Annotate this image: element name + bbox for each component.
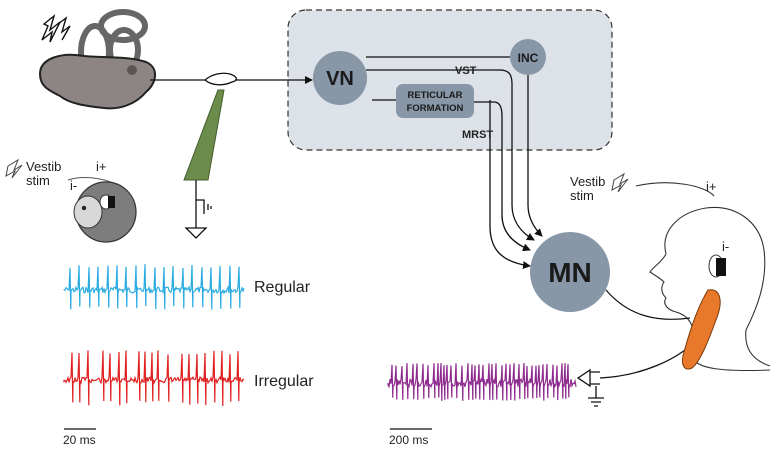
mn-to-muscle — [605, 289, 691, 320]
irregular-spike-trace — [63, 350, 245, 406]
scale-right-label: 200 ms — [389, 433, 428, 447]
emg-trace — [387, 363, 577, 401]
ground-icon — [184, 180, 212, 239]
stim-right-minus: i- — [722, 239, 729, 254]
stim-left-minus: i- — [70, 178, 77, 193]
regular-spike-trace — [63, 264, 245, 310]
mrst-label: MRST — [462, 129, 493, 141]
vst-label: VST — [455, 65, 477, 77]
vst-pathway — [366, 56, 535, 241]
stim-left-line2: stim — [26, 173, 50, 188]
mrst-pathway — [372, 99, 531, 270]
vn-label: VN — [326, 68, 354, 90]
reticular-formation-node — [396, 84, 474, 118]
stim-left-plus: i+ — [96, 159, 106, 174]
stim-right-line2: stim — [570, 188, 594, 203]
inc-pathway — [527, 75, 543, 237]
irregular-label: Irregular — [254, 373, 314, 390]
inc-label: INC — [518, 51, 539, 65]
electrode-pad — [716, 258, 726, 276]
vn-node — [313, 51, 367, 105]
lightning-icon — [611, 172, 629, 193]
neck-muscle-icon — [681, 289, 721, 370]
mn-label: MN — [548, 257, 592, 288]
recording-electrode — [183, 89, 225, 181]
mn-node — [530, 232, 610, 312]
inner-ear-icon — [38, 9, 156, 110]
regular-label: Regular — [254, 279, 311, 296]
monkey-head-icon — [67, 177, 137, 243]
inc-node — [510, 39, 546, 75]
reticular-label-1: RETICULAR — [408, 90, 463, 101]
stim-right-plus: i+ — [706, 179, 716, 194]
afferent-nerve — [150, 72, 238, 86]
lightning-icon — [41, 14, 71, 43]
emg-probe-icon — [576, 335, 701, 407]
stim-right-line1: Vestib — [570, 174, 605, 189]
stim-left-line1: Vestib — [26, 159, 61, 174]
reticular-label-2: FORMATION — [407, 103, 464, 114]
lightning-icon — [5, 158, 23, 179]
scale-left-label: 20 ms — [63, 433, 96, 447]
